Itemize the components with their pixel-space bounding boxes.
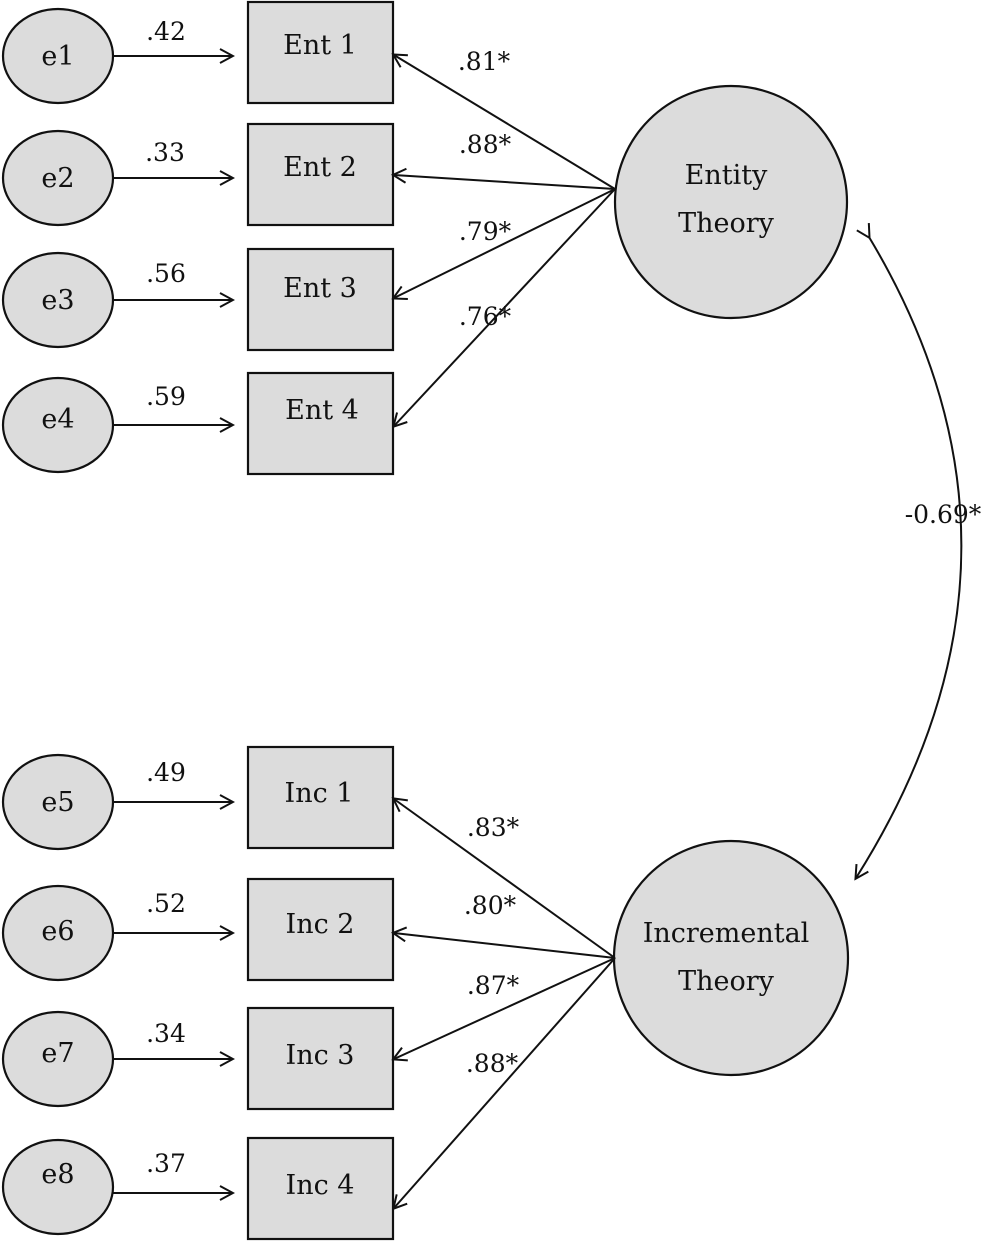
factor-path-ent3 [394, 188, 616, 298]
error-label-e2: e2 [41, 163, 74, 194]
indicator-label-inc1: Inc 1 [285, 778, 354, 809]
indicator-ent3: e3 .56 Ent 3 .79* [1, 188, 616, 352]
factor-path-inc3 [394, 957, 616, 1059]
indicator-inc1: e5 .49 Inc 1 .83* [1, 745, 616, 959]
error-label-e3: e3 [41, 285, 74, 316]
latent-incremental-theory: Incremental Theory [612, 839, 850, 1077]
indicator-inc4: e8 .37 Inc 4 .88* [1, 957, 616, 1241]
factor-loading-ent4: .76* [459, 302, 512, 331]
latent-incremental-label-line1: Incremental [643, 918, 810, 949]
error-loading-e6: .52 [146, 889, 186, 918]
error-label-e8: e8 [41, 1159, 74, 1190]
latent-entity-theory: Entity Theory [613, 84, 849, 320]
factor-loading-inc4: .88* [466, 1049, 519, 1078]
error-label-e4: e4 [41, 404, 74, 435]
indicator-inc3: e7 .34 Inc 3 .87* [1, 957, 616, 1111]
latent-entity-label-line1: Entity [685, 160, 768, 191]
indicator-label-inc4: Inc 4 [286, 1170, 355, 1201]
indicator-ent1: e1 .42 Ent 1 .81* [1, 0, 616, 190]
factor-loading-inc3: .87* [467, 971, 520, 1000]
indicator-label-ent4: Ent 4 [285, 395, 359, 426]
error-label-e5: e5 [41, 787, 74, 818]
error-label-e6: e6 [41, 916, 74, 947]
indicator-label-ent1: Ent 1 [283, 30, 357, 61]
indicator-box-ent1 [246, 0, 395, 105]
factor-loading-ent2: .88* [459, 130, 512, 159]
indicator-label-inc2: Inc 2 [286, 909, 355, 940]
error-loading-e5: .49 [146, 758, 186, 787]
factor-loading-ent1: .81* [458, 47, 511, 76]
indicator-box-ent3 [246, 247, 395, 352]
indicator-box-ent4 [246, 371, 395, 476]
factor-path-inc2 [394, 933, 616, 959]
indicator-label-inc3: Inc 3 [286, 1040, 355, 1071]
error-ellipse-e8 [1, 1138, 115, 1236]
correlation-arrow [856, 237, 963, 878]
latent-entity-circle [613, 84, 849, 320]
error-loading-e4: .59 [146, 382, 186, 411]
indicator-ent2: e2 .33 Ent 2 .88* [1, 122, 616, 227]
factor-loading-inc2: .80* [464, 891, 517, 920]
error-loading-e3: .56 [146, 259, 186, 288]
error-loading-e2: .33 [145, 138, 185, 167]
factor-path-ent4 [394, 188, 616, 426]
error-label-e1: e1 [41, 41, 74, 72]
indicator-box-inc2 [246, 877, 395, 982]
correlation-label: -0.69* [905, 500, 982, 529]
indicator-box-inc3 [246, 1006, 395, 1111]
factor-loading-ent3: .79* [459, 217, 512, 246]
indicator-label-ent2: Ent 2 [283, 152, 357, 183]
indicator-box-inc1 [246, 745, 395, 850]
latent-entity-label-line2: Theory [678, 208, 775, 239]
indicator-ent4: e4 .59 Ent 4 .76* [1, 188, 616, 476]
factor-path-ent2 [394, 175, 616, 190]
indicator-label-ent3: Ent 3 [283, 273, 357, 304]
latent-incremental-label-line2: Theory [678, 966, 775, 997]
error-loading-e7: .34 [146, 1019, 186, 1048]
factor-loading-inc1: .83* [467, 813, 520, 842]
latent-incremental-circle [612, 839, 850, 1077]
error-loading-e1: .42 [146, 17, 186, 46]
factor-path-inc4 [394, 957, 616, 1208]
factor-path-inc1 [394, 799, 616, 959]
indicator-box-inc4 [246, 1136, 395, 1241]
error-loading-e8: .37 [146, 1149, 186, 1178]
indicator-inc2: e6 .52 Inc 2 .80* [1, 877, 616, 982]
error-label-e7: e7 [41, 1038, 74, 1069]
factor-path-ent1 [394, 55, 616, 190]
